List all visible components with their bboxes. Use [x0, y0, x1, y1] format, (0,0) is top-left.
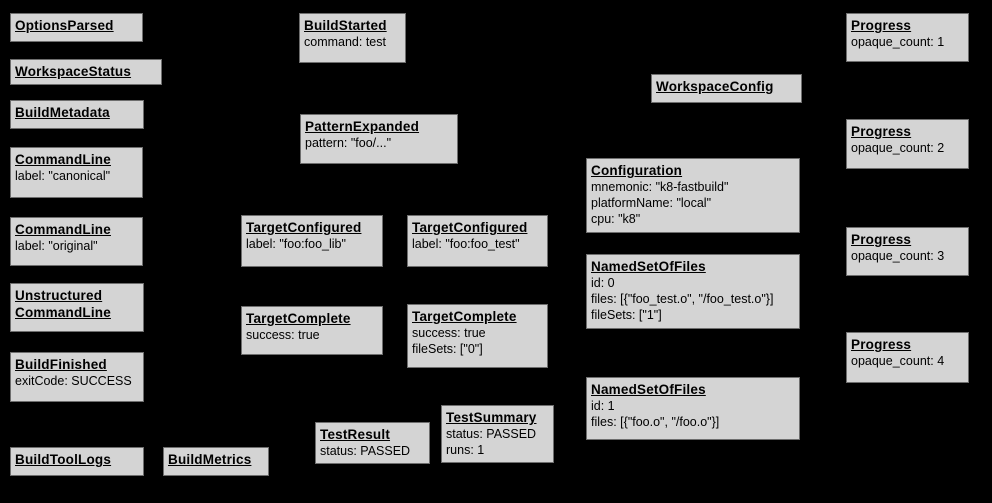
node-title: Progress [851, 124, 912, 139]
node-workspace-status: WorkspaceStatus [10, 59, 162, 85]
node-title: Progress [851, 18, 912, 33]
node-title: BuildMetadata [15, 105, 110, 120]
node-title-line2: CommandLine [15, 305, 111, 320]
node-build-tool-logs: BuildToolLogs [10, 447, 144, 476]
node-field: label: "original" [15, 239, 98, 253]
node-field: status: PASSED [446, 427, 537, 441]
node-test-summary: TestSummary status: PASSED runs: 1 [441, 405, 554, 463]
node-title: TargetConfigured [412, 220, 528, 235]
node-build-finished: BuildFinished exitCode: SUCCESS [10, 352, 144, 402]
node-field: opaque_count: 4 [851, 354, 945, 368]
node-title: NamedSetOfFiles [591, 382, 706, 397]
node-field: label: "canonical" [15, 169, 111, 183]
node-field: id: 1 [591, 399, 615, 413]
node-field: exitCode: SUCCESS [15, 374, 132, 388]
node-named-set-of-files-1: NamedSetOfFiles id: 1 files: [{"foo.o", … [586, 377, 800, 440]
node-field: cpu: "k8" [591, 212, 641, 226]
node-progress-2: Progress opaque_count: 2 [846, 119, 969, 169]
node-title: Unstructured [15, 288, 103, 303]
node-title: WorkspaceStatus [15, 64, 132, 79]
node-workspace-config: WorkspaceConfig [651, 74, 802, 103]
node-field: fileSets: ["1"] [591, 308, 662, 322]
node-named-set-of-files-0: NamedSetOfFiles id: 0 files: [{"foo_test… [586, 254, 800, 329]
node-progress-1: Progress opaque_count: 1 [846, 13, 969, 62]
node-field: pattern: "foo/..." [305, 136, 392, 150]
node-title: Configuration [591, 163, 683, 178]
node-command-line-canonical: CommandLine label: "canonical" [10, 147, 143, 198]
node-field: files: [{"foo.o", "/foo.o"}] [591, 415, 720, 429]
node-title: BuildStarted [304, 18, 387, 33]
node-title: BuildToolLogs [15, 452, 112, 467]
node-command-line-original: CommandLine label: "original" [10, 217, 143, 266]
node-build-started: BuildStarted command: test [299, 13, 406, 63]
node-target-complete-foo-test: TargetComplete success: true fileSets: [… [407, 304, 548, 368]
node-title: BuildMetrics [168, 452, 252, 467]
node-test-result: TestResult status: PASSED [315, 422, 430, 464]
node-field: label: "foo:foo_test" [412, 237, 520, 251]
node-title: CommandLine [15, 222, 111, 237]
node-title: BuildFinished [15, 357, 107, 372]
node-title: CommandLine [15, 152, 111, 167]
node-title: TestResult [320, 427, 391, 442]
node-target-complete-foo-lib: TargetComplete success: true [241, 306, 383, 355]
node-target-configured-foo-test: TargetConfigured label: "foo:foo_test" [407, 215, 548, 267]
node-title: WorkspaceConfig [656, 79, 774, 94]
node-field: files: [{"foo_test.o", "/foo_test.o"}] [591, 292, 774, 306]
node-title: TargetComplete [412, 309, 517, 324]
node-progress-4: Progress opaque_count: 4 [846, 332, 969, 383]
node-options-parsed: OptionsParsed [10, 13, 143, 42]
node-field: fileSets: ["0"] [412, 342, 483, 356]
node-field: success: true [246, 328, 320, 342]
node-progress-3: Progress opaque_count: 3 [846, 227, 969, 276]
node-field: id: 0 [591, 276, 615, 290]
node-title: Progress [851, 337, 912, 352]
node-field: opaque_count: 3 [851, 249, 945, 263]
node-field: opaque_count: 2 [851, 141, 945, 155]
node-build-metadata: BuildMetadata [10, 100, 144, 129]
node-field: platformName: "local" [591, 196, 712, 210]
node-title: Progress [851, 232, 912, 247]
node-configuration: Configuration mnemonic: "k8-fastbuild" p… [586, 158, 800, 233]
node-unstructured-command-line: Unstructured CommandLine [10, 283, 144, 332]
node-field: opaque_count: 1 [851, 35, 945, 49]
node-target-configured-foo-lib: TargetConfigured label: "foo:foo_lib" [241, 215, 383, 267]
node-title: NamedSetOfFiles [591, 259, 706, 274]
node-pattern-expanded: PatternExpanded pattern: "foo/..." [300, 114, 458, 164]
node-field: command: test [304, 35, 386, 49]
node-title: TargetConfigured [246, 220, 362, 235]
node-field: mnemonic: "k8-fastbuild" [591, 180, 729, 194]
node-title: TargetComplete [246, 311, 351, 326]
node-title: TestSummary [446, 410, 537, 425]
node-title: PatternExpanded [305, 119, 420, 134]
node-field: runs: 1 [446, 443, 485, 457]
node-field: status: PASSED [320, 444, 411, 458]
node-build-metrics: BuildMetrics [163, 447, 269, 476]
node-field: label: "foo:foo_lib" [246, 237, 346, 251]
node-title: OptionsParsed [15, 18, 114, 33]
node-field: success: true [412, 326, 486, 340]
